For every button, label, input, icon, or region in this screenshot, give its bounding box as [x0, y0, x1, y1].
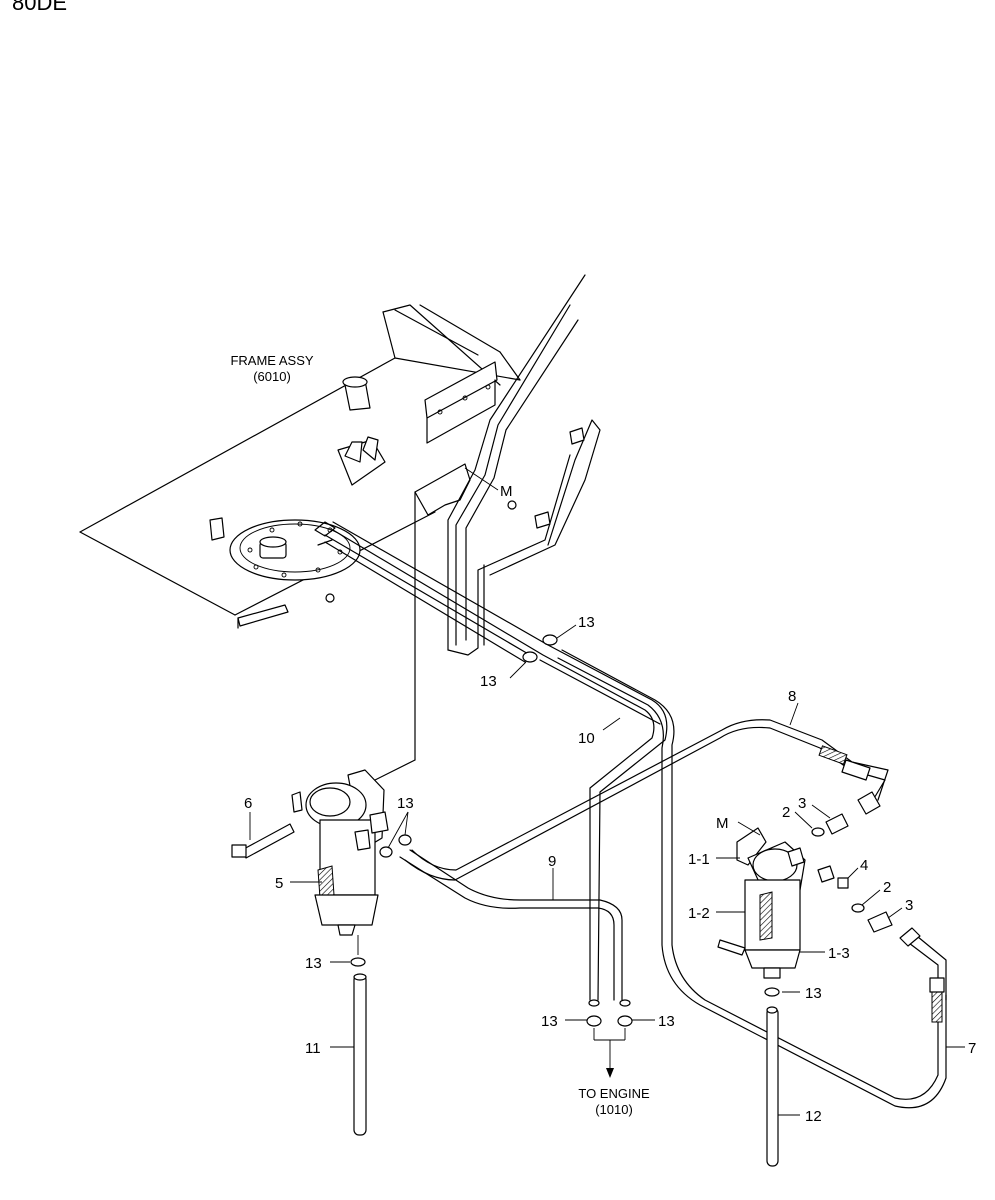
engine-hose-ends	[588, 999, 631, 1078]
hose-10	[324, 521, 947, 1109]
callout-3-lower: 3	[905, 897, 913, 914]
callout-leaders	[249, 624, 965, 1116]
callout-8: 8	[788, 688, 796, 705]
page-title: 80DE	[12, 0, 67, 15]
hose-7	[899, 927, 947, 1023]
callout-13-tank-lower: 13	[480, 673, 497, 690]
callout-13-right-filter: 13	[805, 985, 822, 1002]
callout-1-2: 1-2	[688, 905, 710, 922]
to-engine-ref: (1010)	[595, 1102, 633, 1117]
filter-5	[231, 769, 389, 955]
hose-9	[399, 849, 623, 1001]
callout-2-lower: 2	[883, 879, 891, 896]
to-engine-label: TO ENGINE	[578, 1086, 650, 1101]
fittings	[811, 813, 893, 933]
callout-1-3: 1-3	[828, 945, 850, 962]
frame-rail	[447, 274, 601, 656]
hose-8	[404, 719, 889, 881]
frame-assy-ref: (6010)	[253, 369, 291, 384]
callout-13-engine-right: 13	[658, 1013, 675, 1030]
callout-13-tank-upper: 13	[578, 614, 595, 631]
callout-10: 10	[578, 730, 595, 747]
hose-clamps	[350, 634, 780, 1027]
callout-m-top: M	[500, 483, 513, 500]
callout-13-filter-right: 13	[397, 795, 414, 812]
callout-9: 9	[548, 853, 556, 870]
callout-1-1: 1-1	[688, 851, 710, 868]
callout-11: 11	[305, 1040, 321, 1057]
callout-13-filter-bottom: 13	[305, 955, 322, 972]
callout-13-engine-left: 13	[541, 1013, 558, 1030]
filter-1	[717, 827, 806, 979]
frame-assy-label: FRAME ASSY	[230, 353, 313, 368]
callout-12: 12	[805, 1108, 822, 1125]
callout-m-filter: M	[716, 815, 729, 832]
frame-assy	[79, 304, 521, 791]
callout-4: 4	[860, 857, 868, 874]
callout-6: 6	[244, 795, 252, 812]
hose-11	[353, 973, 367, 1136]
callout-3-upper: 3	[798, 795, 806, 812]
callout-2-upper: 2	[782, 804, 790, 821]
callout-5: 5	[275, 875, 283, 892]
callout-7: 7	[968, 1040, 976, 1057]
hose-12	[766, 1006, 779, 1167]
